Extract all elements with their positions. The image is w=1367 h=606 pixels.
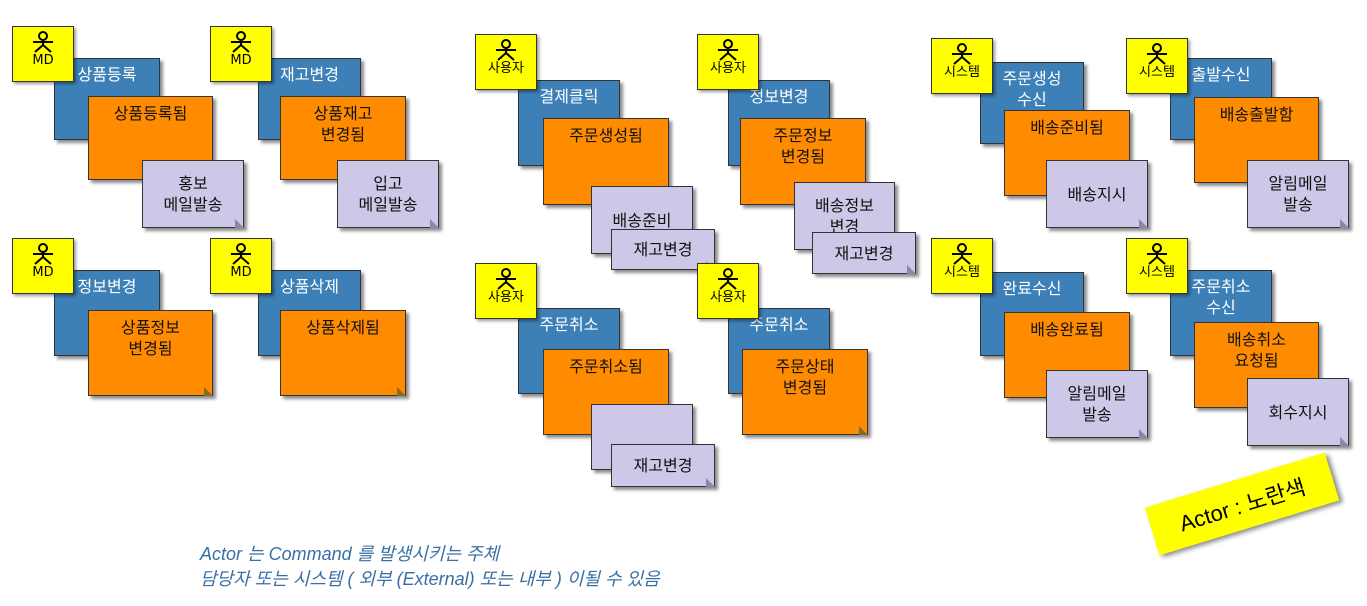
policy-sticky: 배송지시 [1046, 160, 1148, 228]
stick-figure-icon [496, 39, 516, 61]
actor-label: 사용자 [710, 290, 746, 305]
actor-label: 사용자 [488, 61, 524, 76]
stick-figure-icon [1147, 243, 1167, 265]
actor-sticky: 시스템 [1126, 238, 1188, 294]
stick-figure-icon [1147, 43, 1167, 65]
policy-sticky: 홍보 메일발송 [142, 160, 244, 228]
stick-figure-icon [952, 43, 972, 65]
stick-figure-icon [952, 243, 972, 265]
actor-sticky: 사용자 [697, 263, 759, 319]
actor-label: 시스템 [944, 265, 980, 280]
stick-figure-icon [33, 243, 53, 265]
actor-sticky: 사용자 [475, 34, 537, 90]
actor-sticky: 시스템 [931, 38, 993, 94]
policy-sticky: 재고변경 [611, 444, 715, 487]
stick-figure-icon [231, 243, 251, 265]
actor-sticky: MD [210, 26, 272, 82]
event-sticky: 주문상태 변경됨 [742, 349, 868, 435]
policy-sticky: 입고 메일발송 [337, 160, 439, 228]
stick-figure-icon [718, 268, 738, 290]
actor-sticky: MD [12, 238, 74, 294]
policy-sticky: 회수지시 [1247, 378, 1349, 446]
actor-label: 시스템 [1139, 265, 1175, 280]
actor-label: 시스템 [1139, 65, 1175, 80]
event-sticky: 상품정보 변경됨 [88, 310, 213, 396]
policy-sticky: 알림메일 발송 [1247, 160, 1349, 228]
actor-label: MD [32, 53, 54, 68]
actor-label: MD [32, 265, 54, 280]
actor-label: MD [230, 265, 252, 280]
caption-line-2: 담당자 또는 시스템 ( 외부 (External) 또는 내부 ) 이될 수 … [200, 569, 660, 589]
actor-sticky: 사용자 [475, 263, 537, 319]
stick-figure-icon [718, 39, 738, 61]
actor-label: MD [230, 53, 252, 68]
actor-sticky: 시스템 [931, 238, 993, 294]
legend-badge: Actor : 노란색 [1144, 452, 1340, 556]
caption-line-1: Actor 는 Command 를 발생시키는 주체 [200, 544, 500, 564]
policy-sticky: 알림메일 발송 [1046, 370, 1148, 438]
actor-label: 사용자 [488, 290, 524, 305]
stick-figure-icon [33, 31, 53, 53]
actor-label: 사용자 [710, 61, 746, 76]
actor-sticky: MD [210, 238, 272, 294]
policy-sticky: 재고변경 [812, 232, 916, 274]
actor-label: 시스템 [944, 65, 980, 80]
stick-figure-icon [231, 31, 251, 53]
actor-sticky: 시스템 [1126, 38, 1188, 94]
event-sticky: 상품삭제됨 [280, 310, 406, 396]
stick-figure-icon [496, 268, 516, 290]
actor-sticky: MD [12, 26, 74, 82]
actor-sticky: 사용자 [697, 34, 759, 90]
